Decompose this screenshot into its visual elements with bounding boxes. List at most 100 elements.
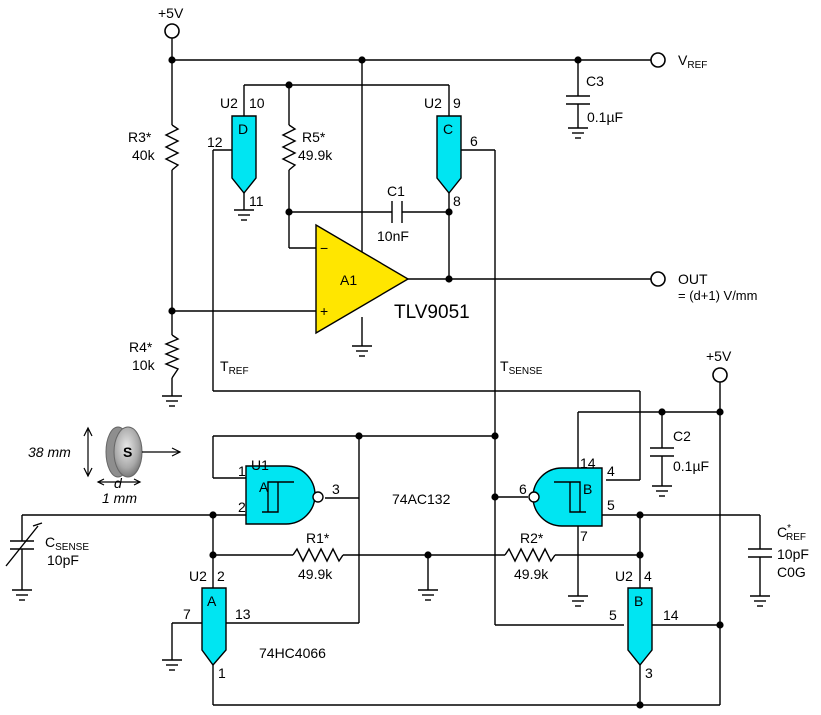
r4-name: R4* <box>129 339 153 355</box>
labels: +5V +5V VREF OUT = (d+1) V/mm C3 0.1µF R… <box>28 5 809 681</box>
csense-label: CSENSE <box>45 534 89 553</box>
ground-icon <box>234 209 254 221</box>
c1-name: C1 <box>387 183 405 199</box>
ground-icon <box>12 589 32 601</box>
r3-name: R3* <box>128 129 152 145</box>
u1b-pin-out: 5 <box>607 497 615 513</box>
u1b-pin-vcc: 14 <box>580 455 596 471</box>
r2-name: R2* <box>520 530 544 546</box>
switch-u2c-icon <box>436 115 462 195</box>
junction-dots <box>168 56 724 709</box>
r5-value: 49.9k <box>298 147 333 163</box>
hysteresis-icon <box>554 481 586 513</box>
u1b-letter: B <box>583 481 592 497</box>
capacitor-c3-icon <box>566 95 590 105</box>
sensor-height: 38 mm <box>28 444 71 460</box>
u2a-ref: U2 <box>189 568 207 584</box>
u2b-pin-top: 4 <box>644 568 652 584</box>
u2d-letter: D <box>238 121 248 137</box>
ground-icon <box>162 395 182 407</box>
hysteresis-icon <box>262 481 294 513</box>
top-5v-terminal <box>164 23 180 39</box>
r2-value: 49.9k <box>514 566 549 582</box>
u2c-pin-bottom: 8 <box>453 193 461 209</box>
switch-u2a-icon <box>201 587 227 667</box>
resistor-r5-icon <box>281 124 297 171</box>
u2a-letter: A <box>207 593 217 609</box>
c2-name: C2 <box>673 428 691 444</box>
gate-part: 74AC132 <box>392 491 451 507</box>
u2c-pin-side: 6 <box>470 133 478 149</box>
terminals <box>164 23 728 383</box>
u2b-pin-bottom: 3 <box>645 665 653 681</box>
nand-gate-u1b <box>528 467 603 527</box>
wires <box>21 38 761 706</box>
capacitor-csense-icon <box>5 522 43 567</box>
u2d-ref: U2 <box>220 95 238 111</box>
u2a-pin-left: 7 <box>183 606 191 622</box>
resistor-r1-icon <box>292 547 344 563</box>
out-label: OUT <box>678 271 708 287</box>
resistor-r2-icon <box>504 547 556 563</box>
u2d-pin-side: 12 <box>207 134 223 150</box>
out-formula: = (d+1) V/mm <box>678 288 757 303</box>
sensor-gap-value: 1 mm <box>102 490 137 506</box>
u2c-ref: U2 <box>424 95 442 111</box>
u1a-pin-out: 3 <box>332 481 340 497</box>
u2b-pin-left: 5 <box>609 607 617 623</box>
u1a-letter: A <box>259 479 269 495</box>
capacitor-c2-icon <box>650 447 674 457</box>
c3-name: C3 <box>586 73 604 89</box>
ground-icon <box>568 595 588 607</box>
ground-icon <box>652 485 672 497</box>
opamp-plus: + <box>320 303 328 319</box>
ground-icon <box>568 127 588 139</box>
u1a-pin-in2: 2 <box>238 499 246 515</box>
u2c-pin-top: 9 <box>453 95 461 111</box>
u2b-ref: U2 <box>615 568 633 584</box>
ground-icon <box>418 589 438 601</box>
u1b-pin-gnd: 7 <box>580 528 588 544</box>
sensor-letter: S <box>123 444 132 460</box>
c1-value: 10nF <box>377 228 409 244</box>
opamp-a1 <box>315 223 410 335</box>
cref-type: C0G <box>777 564 806 580</box>
top-5v-label: +5V <box>158 5 184 21</box>
c2-value: 0.1µF <box>673 458 709 474</box>
opamp-minus: − <box>320 240 328 256</box>
resistors <box>164 124 556 563</box>
ground-icon <box>352 345 372 357</box>
opamp-name: A1 <box>340 272 357 288</box>
capacitor-cref-icon <box>748 548 772 558</box>
tref-label: TREF <box>220 358 249 377</box>
u2d-pin-top: 10 <box>249 95 265 111</box>
u1a-ref: U1 <box>251 457 269 473</box>
resistor-r3-icon <box>164 124 180 171</box>
u1b-pin-inv: 6 <box>519 481 527 497</box>
sensor-gap: d <box>114 475 123 491</box>
capacitors <box>5 95 772 567</box>
tsense-label: TSENSE <box>500 358 543 377</box>
ground-icon <box>750 595 770 607</box>
u2b-letter: B <box>634 593 643 609</box>
r3-value: 40k <box>132 147 156 163</box>
out-terminal <box>650 271 666 287</box>
r1-name: R1* <box>306 530 330 546</box>
right-5v-label: +5V <box>706 348 732 364</box>
capacitor-c1-icon <box>391 201 403 223</box>
ground-icon <box>162 659 182 671</box>
switch-u2b-icon <box>627 587 653 667</box>
resistor-r4-icon <box>164 334 180 379</box>
switch-u2d-icon <box>231 115 257 195</box>
vref-label: VREF <box>678 52 707 71</box>
vref-terminal <box>650 52 666 68</box>
c3-value: 0.1µF <box>587 109 623 125</box>
right-5v-terminal <box>712 367 728 383</box>
u2b-pin-right: 14 <box>663 607 679 623</box>
u1a-pin-in1: 1 <box>238 463 246 479</box>
ground-symbols <box>12 127 770 671</box>
sensor-diagram <box>83 426 182 486</box>
u2d-pin-bottom: 11 <box>249 193 264 209</box>
cref-label: C*REF <box>777 523 806 543</box>
